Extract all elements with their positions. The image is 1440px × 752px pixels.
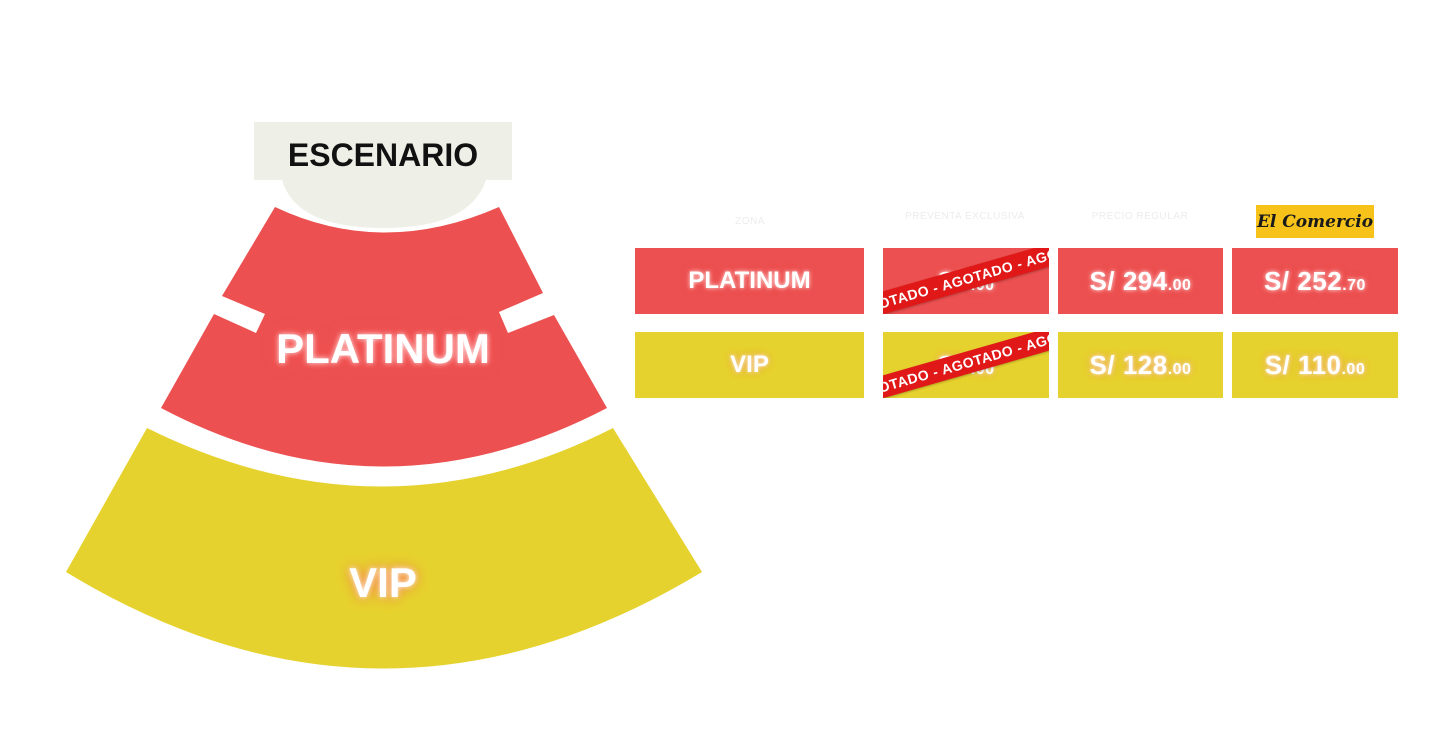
zone-vip[interactable]: VIP (66, 428, 702, 669)
price-amount: S/ 252 (1264, 265, 1343, 296)
row-vip-sponsor-price: S/ 110.00 (1265, 350, 1365, 381)
zone-platinum-label: PLATINUM (276, 325, 490, 372)
sold-out-ribbon: AGOTADO - AGOTADO - AGOTADO (883, 248, 1049, 314)
row-vip-zone: VIP (635, 332, 864, 398)
zone-vip-label: VIP (349, 559, 417, 606)
row-platinum-zone: PLATINUM (635, 248, 864, 314)
row-vip-sponsor[interactable]: S/ 110.00 (1232, 332, 1398, 398)
price-cents: .00 (1167, 276, 1192, 294)
header-presale: PREVENTA EXCLUSIVA (905, 211, 1025, 222)
price-cents: .00 (1167, 360, 1192, 378)
row-platinum-regular[interactable]: S/ 294.00 (1058, 248, 1223, 314)
price-amount: S/ 128 (1089, 349, 1168, 380)
zone-platinum[interactable]: PLATINUM (161, 207, 607, 467)
price-amount: S/ 110 (1264, 349, 1342, 380)
row-platinum-sponsor-price: S/ 252.70 (1264, 266, 1366, 297)
price-cents: .00 (1341, 360, 1366, 378)
row-vip-presale: S/ .00 AGOTADO - AGOTADO - AGOTADO (883, 332, 1049, 398)
sponsor-logo: El Comercio (1256, 205, 1374, 238)
header-zone: ZONA (735, 216, 765, 227)
venue-seating-map: ESCENARIO PLATINUM VIP (66, 122, 702, 669)
sold-out-ribbon: AGOTADO - AGOTADO - AGOTADO (883, 332, 1049, 398)
row-platinum-presale: S/ .00 AGOTADO - AGOTADO - AGOTADO (883, 248, 1049, 314)
stage-label: ESCENARIO (288, 137, 478, 173)
row-vip-regular[interactable]: S/ 128.00 (1058, 332, 1223, 398)
row-platinum-zone-label: PLATINUM (688, 267, 811, 294)
price-amount: S/ 294 (1089, 265, 1168, 296)
header-regular: PRECIO REGULAR (1091, 211, 1189, 222)
stage: ESCENARIO (254, 122, 512, 228)
price-cents: .70 (1342, 276, 1366, 294)
row-platinum-sponsor[interactable]: S/ 252.70 (1232, 248, 1398, 314)
row-platinum-regular-price: S/ 294.00 (1090, 266, 1192, 297)
row-vip-regular-price: S/ 128.00 (1090, 350, 1192, 381)
row-vip-zone-label: VIP (730, 351, 769, 378)
